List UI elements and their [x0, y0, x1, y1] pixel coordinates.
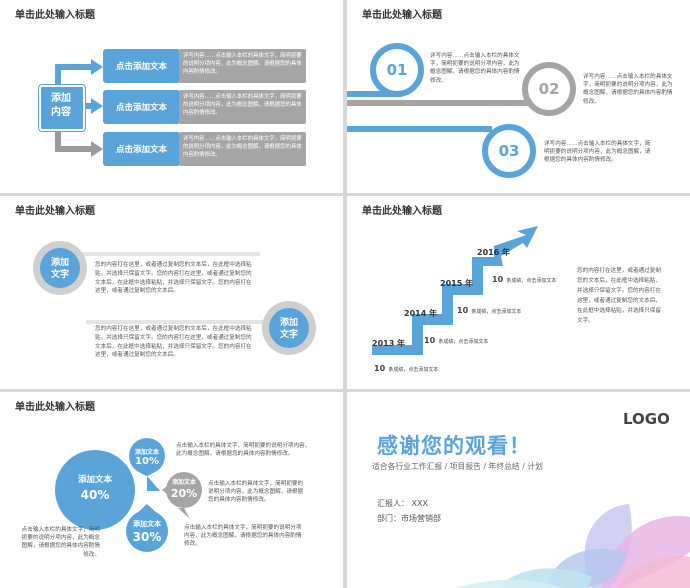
step-number-02: 02 [538, 80, 560, 98]
decorative-petals [457, 504, 690, 588]
big-circle-desc: 点击输入本栏的具体文字，简明扼要的说明分项内容，此为概念图解，请根据您的具体内容… [21, 527, 100, 558]
desc-box-1: 详写内容……点击输入本栏的具体文字，简明扼要的说明分项内容，此为概念图解，请根据… [179, 49, 306, 83]
petal-desc-2: 点击输入本栏的具体文字，简明扼要的说明分项内容，此为概念图解，请根据您的具体内容… [208, 481, 304, 504]
slide-title: 单击此处输入标题 [15, 10, 95, 21]
add-text-button-2[interactable]: 点击添加文本 [103, 90, 180, 124]
step-timeline [347, 43, 576, 178]
slide-5[interactable]: 单击此处输入标题 添加文本 40% 添加文本 10% 添加文本 20% 添加文本… [0, 392, 343, 588]
petal-30-percent: 30% [132, 530, 162, 544]
step-number-03: 03 [498, 142, 520, 160]
slide-2[interactable]: 单击此处输入标题 01 02 03 详写内容……点击输入本栏的具体文字，简明扼要… [347, 0, 690, 193]
paragraph-1: 您的内容打在这里，或者通过复制您的文本后，在此框中选择粘贴，并选择只保留文字。您… [95, 262, 252, 295]
bubble-label-1: 添加文字 [50, 258, 69, 280]
slide-3[interactable]: 单击此处输入标题 添加文字 添加文字 您的内容打在这里，或者通过复制您的文本后，… [0, 196, 343, 389]
desc-box-2: 详写内容……点击输入本栏的具体文字，简明扼要的说明分项内容，此为概念图解，请根据… [179, 90, 306, 124]
year-2013: 2013 年 [372, 339, 406, 348]
big-circle-label: 添加文本 [77, 475, 112, 485]
side-paragraph: 您的内容打在这里，或者通过复制您的文本后，在此框中选择粘贴，并选择只保留文字。您… [577, 268, 661, 324]
big-circle-percent: 40% [80, 488, 110, 502]
petal-20-label: 添加文本 [171, 479, 196, 486]
petal-desc-3: 点击输入本栏的具体文字，简明扼要的说明分项内容，此为概念图解，请根据您的具体内容… [184, 525, 302, 548]
petal-20-percent: 20% [170, 487, 198, 500]
slide-title: 单击此处输入标题 [362, 10, 442, 21]
petal-10-label: 添加文本 [134, 449, 159, 456]
petal-10-percent: 10% [135, 456, 159, 467]
center-box [39, 85, 85, 131]
add-text-button-3[interactable]: 点击添加文本 [103, 132, 180, 166]
department: 部门：市场营销部 [377, 514, 441, 523]
achievement-1: 10 条成绩，点击添加文本 [374, 364, 439, 373]
step-desc-02: 详写内容……点击输入本栏的具体文字，简明扼要的说明分项内容，此为概念图解，请根据… [583, 74, 673, 105]
slide-title: 单击此处输入标题 [362, 206, 442, 217]
step-desc-01: 详写内容……点击输入本栏的具体文字，简明扼要的说明分项内容，此为概念图解，请根据… [430, 53, 520, 84]
petal-30-label: 添加文本 [133, 520, 161, 528]
paragraph-2: 您的内容打在这里，或者通过复制您的文本后，在此框中选择粘贴，并选择只保留文字。您… [95, 326, 252, 359]
achievement-4: 10 条成绩，点击添加文本 [492, 275, 557, 284]
slide-4[interactable]: 单击此处输入标题 2013 年 2014 年 2015 年 2016 年 10 … [347, 196, 690, 389]
slide-1[interactable]: 单击此处输入标题 添加内容 点击添加文本 详写内容……点击输入本栏的具体文字，简… [0, 0, 343, 193]
center-label: 添加内容 [51, 93, 71, 118]
slide-title: 单击此处输入标题 [15, 402, 95, 413]
year-2014: 2014 年 [404, 309, 438, 318]
year-2016: 2016 年 [477, 248, 511, 257]
reporter: 汇报人： XXX [377, 499, 428, 508]
bubble-bars [33, 241, 316, 355]
add-text-button-1[interactable]: 点击添加文本 [103, 49, 180, 83]
petal-desc-1: 点击输入本栏的具体文字，简明扼要的说明分项内容，此为概念图解，请根据您的具体内容… [176, 443, 311, 458]
petal-diagram [55, 438, 202, 552]
connector-arrows [55, 59, 103, 157]
bubble-label-2: 添加文字 [279, 318, 298, 340]
step-desc-03: 详写内容……点击输入本栏的具体文字，简明扼要的说明分项内容，此为概念图解，请根据… [544, 141, 651, 164]
achievement-3: 10 条成绩，点击添加文本 [457, 306, 522, 315]
slide-6[interactable]: LOGO 感谢您的观看！ 适合各行业工作汇报 / 项目报告 / 年终总结 / 计… [347, 392, 690, 588]
subtitle: 适合各行业工作汇报 / 项目报告 / 年终总结 / 计划 [372, 462, 543, 471]
growth-stairs [372, 226, 538, 355]
thanks-title: 感谢您的观看！ [377, 434, 531, 458]
year-2015: 2015 年 [440, 279, 474, 288]
achievement-2: 10 条成绩，点击添加文本 [424, 336, 489, 345]
slide-title: 单击此处输入标题 [15, 206, 95, 217]
step-number-01: 01 [386, 61, 408, 79]
desc-box-3: 详写内容……点击输入本栏的具体文字，简明扼要的说明分项内容，此为概念图解，请根据… [179, 132, 306, 166]
logo-text: LOGO [623, 410, 670, 428]
